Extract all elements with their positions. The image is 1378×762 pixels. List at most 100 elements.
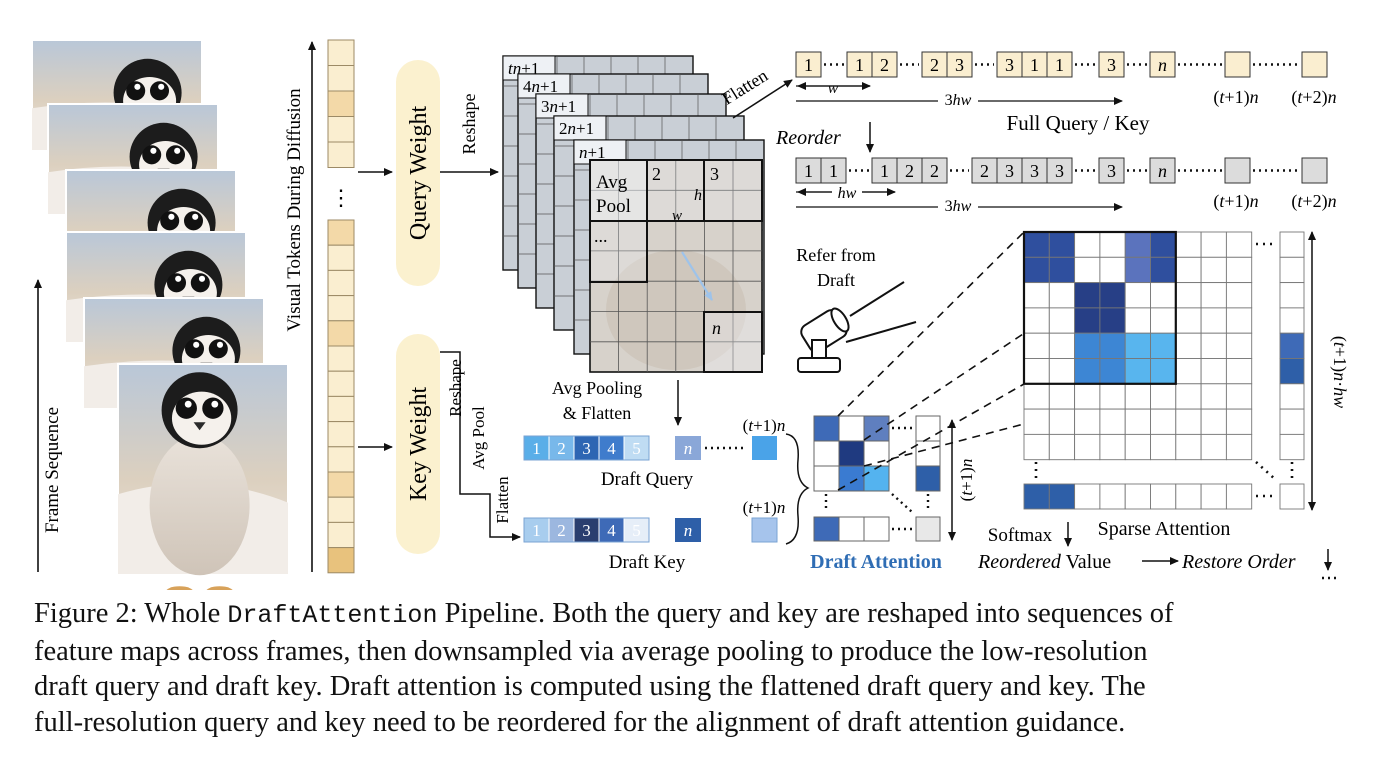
label-bg	[938, 91, 978, 109]
sparse-attention-cell	[1023, 383, 1050, 410]
draft-attention-cell	[813, 465, 840, 492]
reordered-row-cell-label: 3	[1030, 161, 1039, 181]
full-row-cell-label: 2	[930, 55, 939, 75]
penguin-eye	[149, 81, 170, 101]
token-cell	[327, 345, 355, 372]
reordered-row-cell	[1149, 157, 1176, 184]
sparse-size-label: (t+1)n·hw	[1329, 336, 1350, 408]
sparse-attention-cell	[1175, 408, 1202, 435]
token-cell	[327, 295, 355, 322]
sparse-attention-cell	[1074, 433, 1101, 461]
draft-query-cell	[573, 435, 600, 461]
sparse-attention-cell	[1048, 408, 1076, 435]
token-cell	[327, 90, 355, 117]
label-bg	[832, 184, 862, 200]
full-row-cell-label: 1	[804, 55, 813, 75]
sparse-attention-cell	[1074, 358, 1101, 385]
reordered-row-cell	[1224, 157, 1251, 184]
token-cell	[327, 395, 355, 423]
draft-attention-cell	[838, 440, 865, 467]
sparse-attention-cell	[1074, 256, 1101, 284]
frame-label-box	[535, 93, 589, 119]
sparse-attention-cell	[1099, 358, 1126, 385]
full-row-cell-label: 1	[1030, 55, 1039, 75]
sparse-attention-cell	[1074, 231, 1101, 258]
penguin-eye	[184, 339, 205, 359]
sparse-attention-cell	[1023, 408, 1050, 435]
reordered-row-cell	[820, 157, 847, 184]
sparse-last-col-cell	[1279, 433, 1305, 461]
sparse-attention-cell	[1023, 433, 1050, 461]
token-cell	[327, 116, 355, 143]
sparse-last-col-cell	[1279, 383, 1305, 410]
query-reshape-label: Reshape	[459, 94, 479, 155]
draft-query-cell-label: 1	[532, 439, 541, 458]
penguin-body	[149, 435, 250, 576]
pipeline-diagram: Frame Sequence Visual Tokens During Diff…	[31, 39, 1350, 590]
sparse-attention-cell	[1200, 282, 1227, 309]
full-row-cell-label: 3	[1005, 55, 1014, 75]
key-reshape-label: Reshape	[446, 359, 465, 417]
caption-line-4: full-resolution query and key need to be…	[34, 706, 1126, 738]
penguin-eye	[208, 339, 228, 359]
sparse-attention-cell	[1225, 408, 1253, 435]
sparse-attention-cell	[1074, 332, 1101, 359]
sparse-attention-cell	[1150, 256, 1177, 284]
sparse-attention-cell	[1225, 433, 1253, 461]
key-avgpool-label: Avg Pool	[469, 406, 488, 470]
draft-key-label: Draft Key	[609, 552, 686, 573]
draft-key-cell	[598, 517, 625, 543]
full-row-cell-label: 3	[955, 55, 964, 75]
sparse-last-row-cell	[1074, 483, 1101, 510]
draft-key-t1n-label: (t+1)n	[743, 498, 786, 517]
penguin-eye	[142, 145, 162, 165]
frame-label: 3n+1	[541, 97, 576, 116]
dotted-gap	[1255, 461, 1277, 481]
sparse-attention-cell	[1124, 256, 1151, 284]
caption-line-2: feature maps across frames, then downsam…	[34, 635, 1148, 667]
figure-caption: Figure 2: Whole DraftAttention Pipeline.…	[34, 596, 1354, 740]
draft-query-n-cell	[675, 436, 701, 460]
sparse-last-row-cell	[1225, 483, 1253, 510]
full-row-cell	[996, 51, 1023, 78]
token-cell	[327, 471, 355, 498]
sparse-attention-cell	[1124, 332, 1151, 359]
reordered-row-cell-label: 2	[980, 161, 989, 181]
full-row-cell-label: n	[1158, 55, 1167, 75]
sparse-attention-cell	[1175, 358, 1202, 385]
sparse-attention-cell	[1048, 231, 1076, 258]
reordered-row-cell	[1301, 157, 1328, 184]
draft-attention-corner	[915, 516, 941, 542]
reordered-row-cell-label: n	[1158, 161, 1167, 181]
key-weight-pill	[396, 334, 440, 554]
reordered-row-cell	[896, 157, 923, 184]
token-cell	[327, 547, 355, 574]
sparse-attention-cell	[1225, 307, 1253, 334]
draft-query-n-label: n	[684, 439, 693, 458]
caption-line-1: Figure 2: Whole DraftAttention Pipeline.…	[34, 596, 1354, 634]
block-order-arrow	[681, 251, 713, 301]
draft-attention-cell	[863, 465, 890, 492]
sparse-attention-cell	[1124, 307, 1151, 334]
sparse-attention-cell	[1048, 256, 1076, 284]
full-row-cell	[1098, 51, 1125, 78]
sparse-attention-cell	[1200, 332, 1227, 359]
t2n-label-2: (t+2)n	[1291, 191, 1336, 212]
frame-sequence-images	[31, 39, 289, 590]
three-hw-label-2: 3hw	[945, 198, 972, 215]
block-2	[646, 159, 705, 222]
penguin-frame	[117, 363, 289, 590]
reordered-row-cell-label: 1	[829, 161, 838, 181]
sparse-attention-cell	[1150, 231, 1177, 258]
penguin-foot	[206, 586, 233, 590]
penguin-eye-highlight	[216, 341, 224, 348]
flatten-label: Flatten	[718, 65, 771, 108]
full-row-cell	[1301, 51, 1328, 78]
reordered-row-cell-label: 3	[1107, 161, 1116, 181]
penguin-eye	[175, 397, 197, 419]
sparse-attention-cell	[1200, 307, 1227, 334]
visual-token-column	[327, 39, 355, 574]
sparse-attention-cell	[1225, 332, 1253, 359]
draft-query-label: Draft Query	[601, 469, 694, 490]
